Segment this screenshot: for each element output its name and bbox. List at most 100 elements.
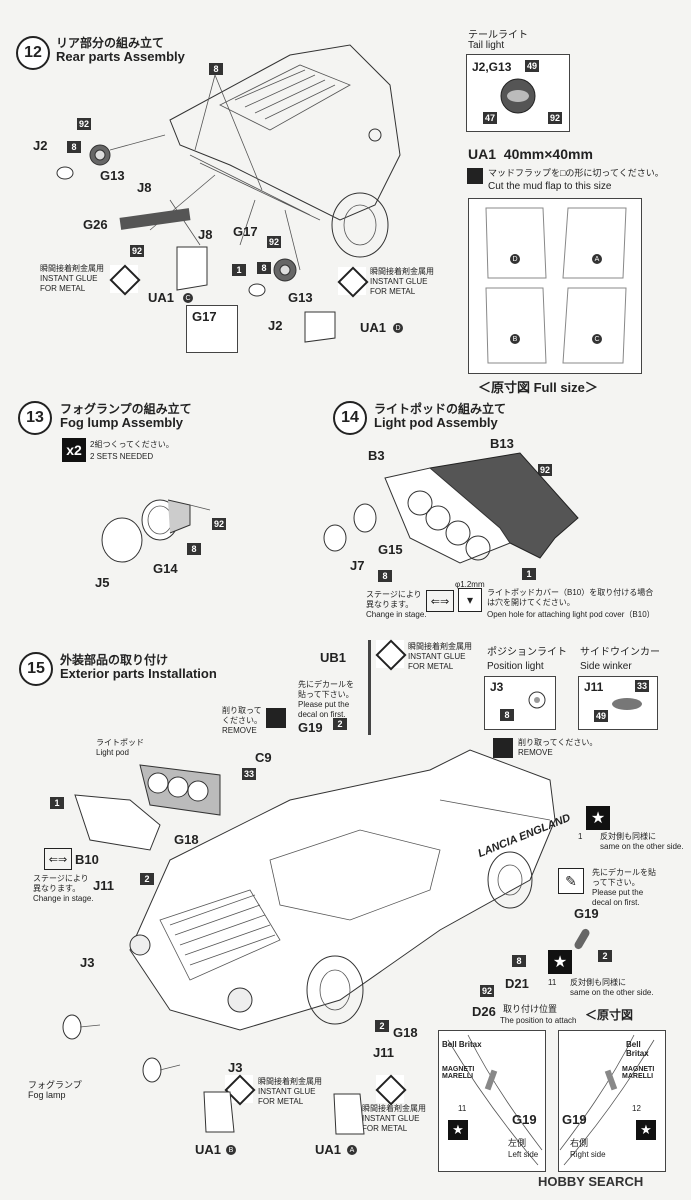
circle-b: B — [226, 1145, 236, 1155]
side-winker-j11: J11 — [584, 680, 604, 694]
label-b13: B13 — [490, 436, 514, 451]
side-winker-part — [612, 698, 642, 710]
side-winker-en: Side winker — [580, 661, 632, 672]
step15-badge-1: 1 — [50, 797, 64, 809]
ua1-c-flap — [176, 246, 208, 291]
decal-box-left — [438, 1030, 546, 1172]
star-icon-right: ★ — [636, 1120, 656, 1140]
fog-lamp-parts — [62, 1014, 181, 1083]
lightpod-attach-drawing — [74, 764, 221, 851]
star-icon-2: ★ — [548, 950, 572, 974]
remove-icon — [266, 708, 286, 728]
label-j2-a: J2 — [33, 138, 48, 153]
taillight-title-jp: テールライト — [468, 30, 528, 41]
label-ua1-d: UA1 — [360, 320, 387, 335]
decal-first-right: 先にデカールを貼って下さい。Please put the decal on fi… — [592, 868, 656, 907]
taillight-badge-47: 47 — [483, 112, 497, 124]
label-j11-b: J11 — [373, 1045, 394, 1060]
label-g14: G14 — [153, 561, 178, 576]
label-g18-b: G18 — [393, 1025, 418, 1040]
decal-curve-right — [559, 1034, 655, 1166]
star-icon-left: ★ — [448, 1120, 468, 1140]
pos-light-j3: J3 — [490, 680, 504, 694]
step-14-number: 14 — [333, 401, 367, 435]
label-j5: J5 — [95, 575, 110, 590]
label-g19-top: G19 — [298, 720, 323, 735]
ua1-fullsize: ＜原寸図 Full size＞ — [478, 380, 598, 395]
num-1: 1 — [578, 832, 583, 841]
tail-light-part-a — [56, 144, 111, 180]
leader-lines-12 — [109, 74, 301, 271]
step-13-title-jp: フォグランプの組み立て — [60, 402, 192, 416]
label-j8-b: J8 — [198, 227, 213, 242]
g19-part-right — [573, 927, 591, 951]
step13-badge-92: 92 — [212, 518, 226, 530]
label-j3-b: J3 — [228, 1060, 243, 1075]
decal-box-right — [558, 1030, 666, 1172]
step14-badge-92: 92 — [538, 464, 552, 476]
arrows-icon: ⇐⇒ — [426, 590, 454, 612]
taillight-badge-92: 92 — [548, 112, 562, 124]
label-j11: J11 — [93, 878, 114, 893]
label-ua1-a: UA1 — [315, 1142, 342, 1157]
remove-note-right: 削り取ってください。REMOVE — [518, 738, 598, 757]
ub1-rod — [368, 640, 371, 735]
step-15-number: 15 — [19, 652, 53, 686]
badge-8-top: 8 — [209, 63, 223, 75]
step-15-title-jp: 外装部品の取り付け — [60, 653, 169, 667]
badge-2-right: 2 — [598, 950, 612, 962]
step15-stage-en: Change in stage. — [33, 894, 94, 903]
flap-c: C — [592, 334, 602, 344]
label-g13-b: G13 — [288, 290, 313, 305]
star-icon-1: ★ — [586, 806, 610, 830]
badge-8-d21: 8 — [512, 955, 526, 967]
cover-note-jp: ライトポッドカバー（B10）を取り付ける場合は穴を開けてください。 — [487, 588, 654, 607]
label-g18: G18 — [174, 832, 199, 847]
step15-badge-2-left: 2 — [140, 873, 154, 885]
label-g19-right: G19 — [574, 906, 599, 921]
ua1-title: UA1 40mm×40mm — [468, 146, 593, 162]
arrows-icon-15: ⇐⇒ — [44, 848, 72, 870]
label-j2-b: J2 — [268, 318, 283, 333]
ua1-b-flap — [203, 1091, 235, 1133]
left-side-jp: 左側 — [508, 1138, 527, 1148]
decal-11: 11 — [458, 1104, 467, 1113]
badge-92-a: 92 — [77, 118, 91, 130]
step-14-title-jp: ライトポッドの組み立て — [374, 402, 507, 416]
remove-note: 削り取ってください。REMOVE — [222, 706, 262, 735]
step14-stage-en: Change in stage. — [366, 610, 427, 619]
g17-detail-box — [186, 305, 238, 353]
pos-light-badge-8: 8 — [500, 709, 514, 721]
right-side-jp: 右側 — [570, 1138, 589, 1148]
ua1-flap-box — [468, 198, 642, 374]
step15-badge-2-right: 2 — [375, 1020, 389, 1032]
glue-icon-ub1 — [375, 639, 407, 671]
label-j8-a: J8 — [137, 180, 152, 195]
taillight-title-en: Tail light — [468, 40, 505, 51]
light-pod-drawing — [323, 452, 579, 564]
side-winker-badge-49: 49 — [594, 710, 608, 722]
attach-en: The position to attach — [500, 1016, 577, 1025]
label-ua1-c: UA1 — [148, 290, 175, 305]
glue-icon-right — [337, 266, 369, 298]
badge-92-c: 92 — [267, 236, 281, 248]
label-g19-right-decal: G19 — [562, 1112, 587, 1127]
circle-d: D — [393, 323, 403, 333]
pos-light-jp: ポジションライト — [487, 647, 567, 658]
pos-light-en: Position light — [487, 661, 544, 672]
decal-12: 12 — [632, 1104, 641, 1113]
label-g26: G26 — [83, 217, 108, 232]
circle-a: A — [347, 1145, 357, 1155]
car-main-drawing — [129, 749, 556, 1031]
label-g17-b: G17 — [192, 309, 217, 324]
decal-icon: ✎ — [558, 868, 584, 894]
left-side-en: Left side — [508, 1150, 539, 1159]
ua1-d-flap — [304, 311, 336, 343]
label-c9: C9 — [255, 750, 272, 765]
flap-d: D — [510, 254, 520, 264]
taillight-badge-49: 49 — [525, 60, 539, 72]
badge-33: 33 — [242, 768, 256, 780]
